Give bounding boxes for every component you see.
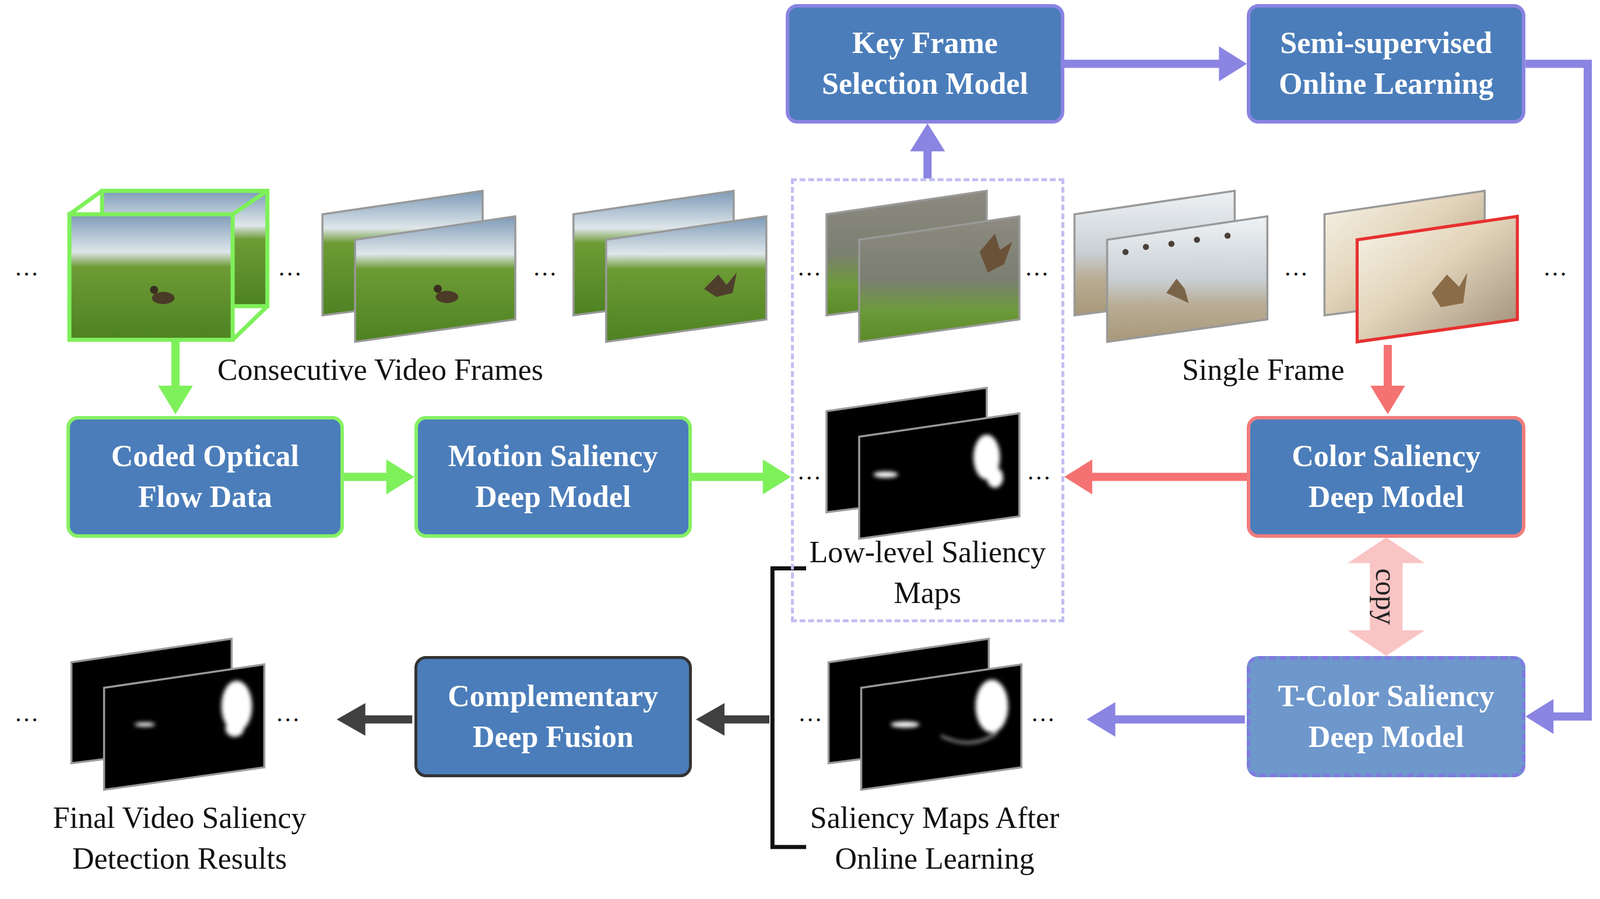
connector-arrow	[1525, 63, 1588, 734]
caption-label: Single Frame	[1130, 349, 1396, 391]
model-box: Semi-supervised Online Learning	[1246, 4, 1526, 124]
node-text: Color Saliency Deep Model	[1259, 435, 1513, 518]
ellipsis: …	[532, 255, 558, 280]
connector-arrow	[1064, 459, 1247, 495]
connector-arrow	[909, 123, 945, 179]
saliency-map	[828, 638, 1022, 790]
ellipsis: …	[277, 255, 302, 280]
model-box: Motion Saliency Deep Model	[414, 416, 692, 538]
video-frame	[826, 191, 1020, 343]
input-arrow	[157, 339, 193, 415]
ellipsis: …	[1030, 701, 1056, 726]
connector-line	[691, 472, 765, 481]
connector-arrow	[1347, 537, 1425, 657]
node-text: Complementary Deep Fusion	[426, 676, 680, 758]
fusion-arrow	[695, 703, 770, 737]
video-frame	[69, 191, 268, 341]
connector-arrow	[343, 459, 415, 495]
arrowhead	[1218, 46, 1247, 82]
arrowhead	[1064, 459, 1093, 495]
arrowhead	[762, 459, 791, 495]
region-box: Low-level Saliency Maps	[790, 178, 1065, 623]
connector-line	[1064, 59, 1220, 68]
result-arrow	[336, 703, 413, 737]
model-box: Key Frame Selection Model	[785, 4, 1065, 124]
caption-label: Final Video Saliency Detection Results	[26, 797, 333, 880]
connector-line	[1091, 472, 1247, 481]
saliency-map	[71, 638, 265, 790]
double-arrow	[1347, 537, 1425, 657]
saliency-map	[826, 388, 1020, 540]
video-frame	[1074, 191, 1268, 343]
node-text: Semi-supervised Online Learning	[1259, 22, 1513, 105]
edge-label: copy	[1371, 565, 1401, 629]
connector-line	[1525, 63, 1588, 717]
arrowhead	[386, 459, 415, 495]
ellipsis: …	[14, 701, 40, 726]
ellipsis: …	[1283, 255, 1308, 280]
arrowhead	[909, 123, 945, 152]
ellipsis: …	[797, 701, 823, 726]
caption-label: Saliency Maps After Online Learning	[781, 797, 1088, 880]
node-text: Key Frame Selection Model	[798, 22, 1052, 105]
node-text: Coded Optical Flow Data	[79, 435, 332, 518]
video-frame	[573, 191, 767, 343]
ellipsis: …	[796, 459, 822, 484]
connector-line	[343, 472, 388, 481]
model-box: Color Saliency Deep Model	[1246, 416, 1526, 538]
connector-line	[923, 150, 932, 179]
arrowhead	[1525, 699, 1554, 735]
ellipsis: …	[14, 255, 40, 280]
ellipsis: …	[796, 255, 822, 280]
model-box: T-Color Saliency Deep Model	[1246, 656, 1526, 778]
ellipsis: …	[1024, 255, 1050, 280]
node-text: T-Color Saliency Deep Model	[1259, 676, 1513, 758]
input-arrow	[1370, 345, 1406, 415]
video-frame	[1324, 191, 1518, 343]
connector-arrow	[1064, 46, 1247, 82]
connector-arrow	[691, 459, 791, 495]
fusion-box: Complementary Deep Fusion	[414, 656, 692, 778]
ellipsis: …	[1026, 459, 1051, 484]
video-frame	[322, 191, 516, 343]
node-text: Low-level Saliency Maps	[803, 532, 1053, 614]
ellipsis: …	[1542, 255, 1568, 280]
data-box: Coded Optical Flow Data	[66, 416, 344, 538]
node-text: Motion Saliency Deep Model	[427, 435, 680, 518]
ellipsis: …	[275, 701, 301, 726]
caption-label: Consecutive Video Frames	[217, 349, 626, 391]
output-arrow	[1086, 702, 1245, 738]
